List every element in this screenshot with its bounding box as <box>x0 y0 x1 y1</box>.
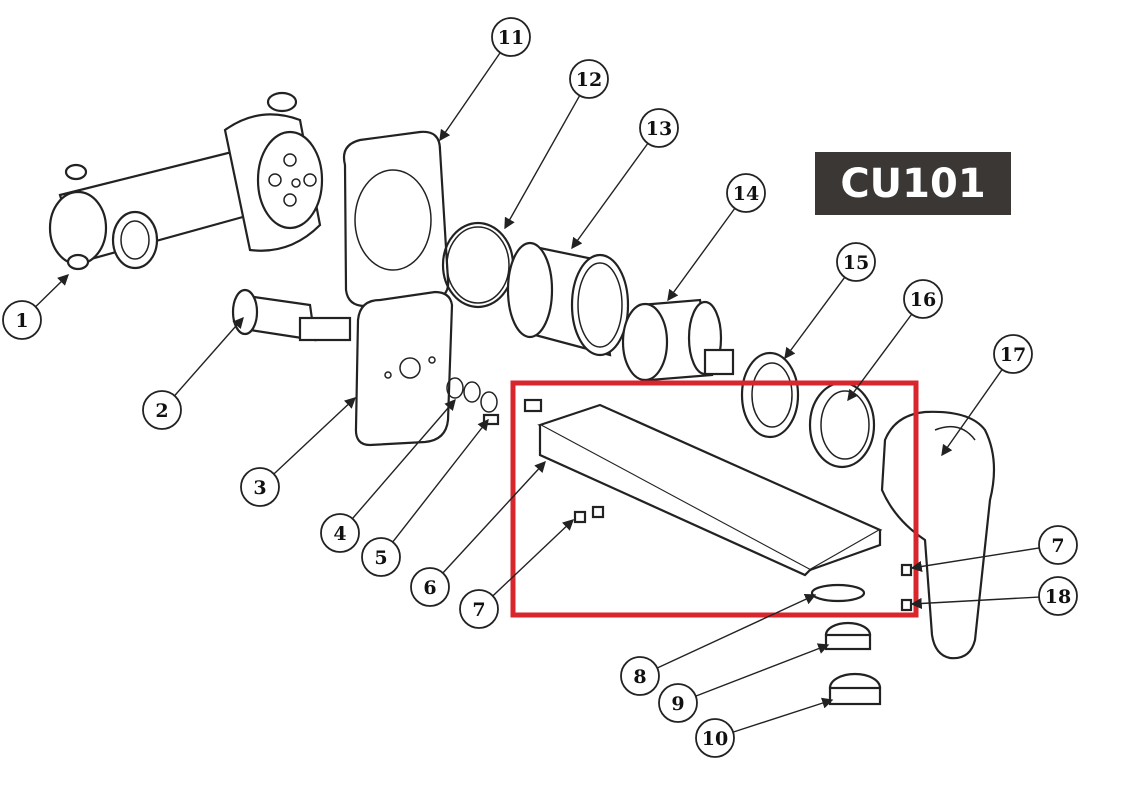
callout-c9: 9 <box>658 683 698 723</box>
callout-circle <box>658 683 698 723</box>
callout-number: 18 <box>1045 586 1071 608</box>
callout-c2: 2 <box>142 390 182 430</box>
part-spout <box>523 398 883 577</box>
part-backplate <box>354 290 454 447</box>
part-nut <box>740 351 800 439</box>
callout-number: 13 <box>646 118 672 140</box>
part-valve-body <box>48 91 324 271</box>
leader-line-c3 <box>273 397 357 475</box>
callout-c8: 8 <box>620 656 660 696</box>
leader-line-c13 <box>571 142 649 250</box>
callout-c11: 11 <box>491 17 531 57</box>
part-aerator <box>824 621 882 706</box>
part-sleeve <box>506 241 630 357</box>
callout-circle <box>491 17 531 57</box>
leader-line-c1 <box>35 274 70 308</box>
callout-c3: 3 <box>240 467 280 507</box>
callout-number: 7 <box>1051 535 1064 557</box>
leader-line-c18 <box>910 596 1040 610</box>
model-label: CU101 <box>840 161 985 207</box>
callout-c7a: 7 <box>459 589 499 629</box>
callout-c4: 4 <box>320 513 360 553</box>
leader-line-c5 <box>392 418 489 543</box>
leader-line-c17 <box>941 369 1003 457</box>
callout-circle <box>410 567 450 607</box>
callout-number: 10 <box>702 728 728 750</box>
callout-circle <box>240 467 280 507</box>
part-ring <box>808 381 876 469</box>
part-handle <box>880 410 996 660</box>
callout-circle <box>2 300 42 340</box>
leader-line-c12 <box>504 95 581 230</box>
callout-circle <box>1038 576 1078 616</box>
callout-c6: 6 <box>410 567 450 607</box>
callout-circle <box>993 334 1033 374</box>
callout-number: 6 <box>423 577 436 599</box>
callout-number: 15 <box>843 252 869 274</box>
callout-number: 1 <box>15 310 28 332</box>
callout-number: 14 <box>733 183 759 205</box>
highlight-box <box>510 380 919 618</box>
callout-c17: 17 <box>993 334 1033 374</box>
callout-circle <box>320 513 360 553</box>
part-trim-plate <box>342 130 450 308</box>
leader-lines <box>35 52 1040 733</box>
callout-number: 9 <box>671 693 684 715</box>
callout-circle <box>903 279 943 319</box>
callout-circle <box>459 589 499 629</box>
leader-line-c7b <box>910 547 1040 573</box>
leader-line-c2 <box>174 316 244 397</box>
leader-line-c11 <box>439 52 501 142</box>
model-badge: CU101 <box>815 152 1011 215</box>
callout-number: 16 <box>910 289 936 311</box>
callout-circle <box>142 390 182 430</box>
callout-c1: 1 <box>2 300 42 340</box>
leader-line-c15 <box>784 276 846 360</box>
leader-line-c9 <box>695 643 830 697</box>
leader-line-c8 <box>656 594 817 669</box>
leader-line-c10 <box>732 697 834 733</box>
callout-circle <box>695 718 735 758</box>
callout-c12: 12 <box>569 59 609 99</box>
callout-number: 17 <box>1000 344 1026 366</box>
part-stem <box>231 288 352 342</box>
part-o-ring <box>441 221 515 309</box>
callout-circle <box>836 242 876 282</box>
callout-number: 4 <box>333 523 346 545</box>
callout-circle <box>361 537 401 577</box>
part-cartridge <box>621 298 735 382</box>
callout-c15: 15 <box>836 242 876 282</box>
callout-c7b: 7 <box>1038 525 1078 565</box>
callout-number: 3 <box>253 477 266 499</box>
leader-line-c6 <box>442 460 546 574</box>
callout-circle <box>569 59 609 99</box>
callout-c10: 10 <box>695 718 735 758</box>
callout-circle <box>639 108 679 148</box>
leader-line-c4 <box>351 398 456 520</box>
callout-number: 5 <box>374 547 387 569</box>
callout-c18: 18 <box>1038 576 1078 616</box>
callout-number: 2 <box>155 400 168 422</box>
callout-circle <box>726 173 766 213</box>
callout-c13: 13 <box>639 108 679 148</box>
leader-line-c16 <box>847 313 913 402</box>
leader-line-c14 <box>667 207 736 302</box>
callout-c14: 14 <box>726 173 766 213</box>
callout-circle <box>1038 525 1078 565</box>
callout-circle <box>620 656 660 696</box>
callout-c5: 5 <box>361 537 401 577</box>
callout-number: 7 <box>472 599 485 621</box>
callout-c16: 16 <box>903 279 943 319</box>
callout-number: 12 <box>576 69 602 91</box>
callout-number: 8 <box>633 666 646 688</box>
leader-line-c7a <box>492 519 575 597</box>
callout-number: 11 <box>498 27 524 49</box>
